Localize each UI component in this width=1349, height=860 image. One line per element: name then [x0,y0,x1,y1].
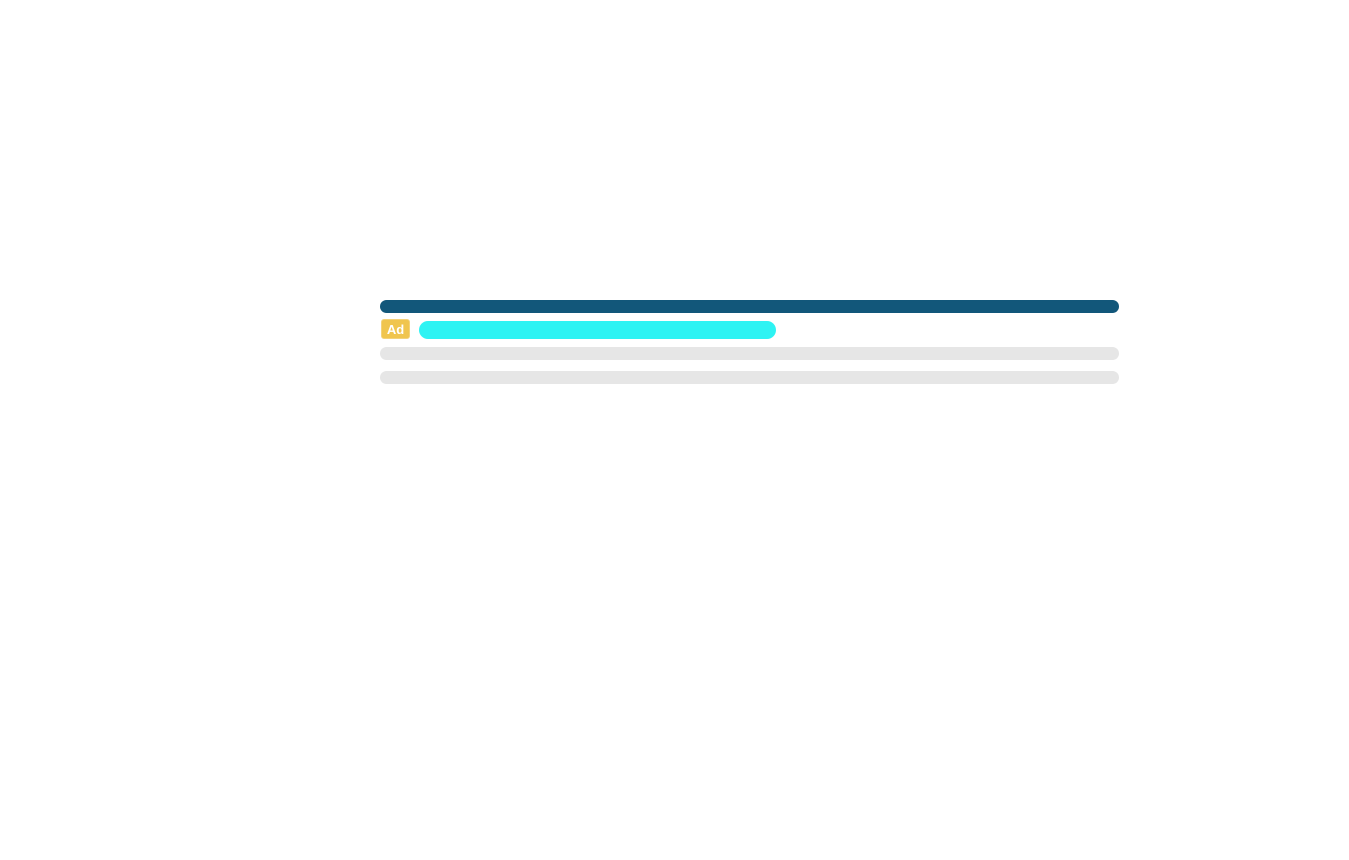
ad-badge: Ad [381,319,410,339]
ad-description-placeholder-line-2 [380,371,1119,384]
ad-title-placeholder-bar[interactable] [380,300,1119,313]
ad-description-placeholder-line-1 [380,347,1119,360]
ad-url-placeholder-bar[interactable] [419,321,776,339]
ad-result-placeholder[interactable]: Ad [380,300,1119,386]
ad-label-row: Ad [380,319,1119,340]
